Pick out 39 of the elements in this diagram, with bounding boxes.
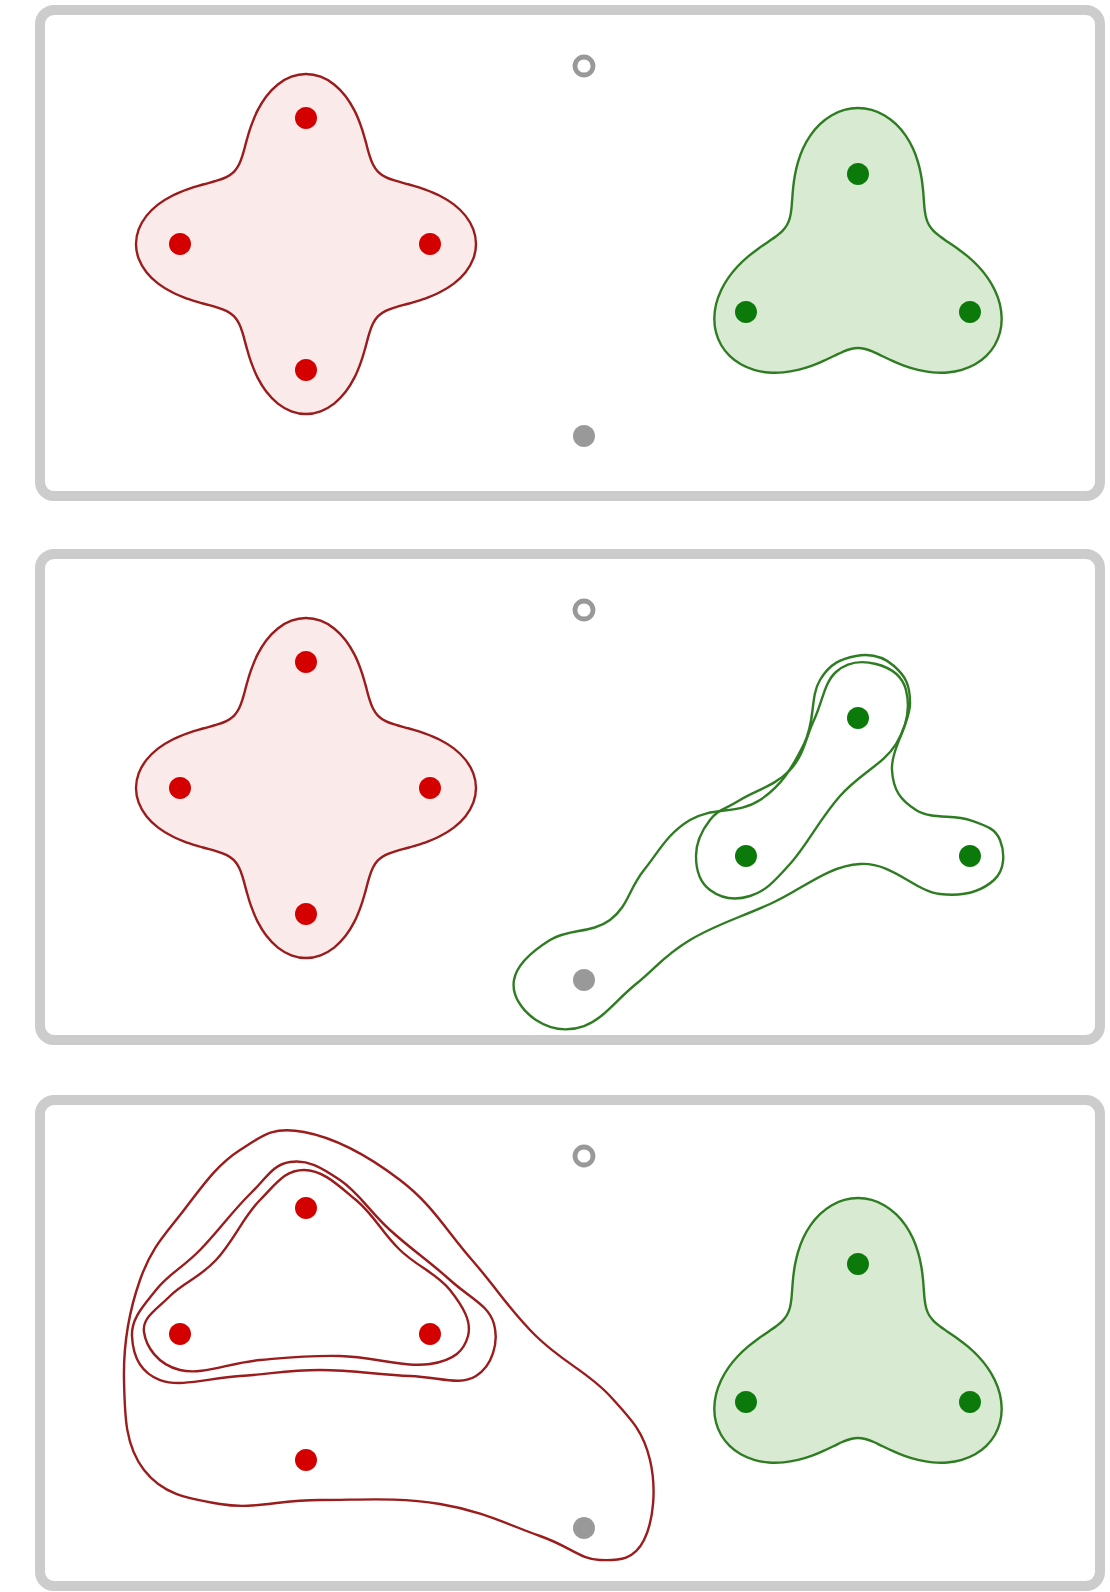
region-outline: [142, 1168, 471, 1373]
panel-frame: [35, 5, 1105, 501]
hollow-dot: [572, 1144, 596, 1168]
dot: [295, 359, 317, 381]
region-outline: [694, 660, 910, 900]
dot: [419, 233, 441, 255]
dot: [959, 1391, 981, 1413]
region-outline: [134, 616, 478, 960]
dot: [419, 777, 441, 799]
dot: [847, 163, 869, 185]
dot: [295, 651, 317, 673]
dot: [959, 301, 981, 323]
panel-frame: [35, 549, 1105, 1045]
dot: [295, 107, 317, 129]
dot: [295, 903, 317, 925]
dot: [735, 301, 757, 323]
panel-frame: [35, 1095, 1105, 1591]
hollow-dot: [572, 598, 596, 622]
dot: [959, 845, 981, 867]
dot: [169, 777, 191, 799]
dot: [169, 233, 191, 255]
region-outline: [134, 72, 478, 416]
dot: [573, 425, 595, 447]
dot: [295, 1197, 317, 1219]
dot: [169, 1323, 191, 1345]
region-outline: [713, 106, 1003, 374]
dot: [847, 707, 869, 729]
dot: [419, 1323, 441, 1345]
dot: [295, 1449, 317, 1471]
region-outline: [122, 1129, 655, 1562]
region-outline: [713, 1196, 1003, 1464]
region-outline: [512, 653, 1005, 1031]
dot: [847, 1253, 869, 1275]
dot: [735, 845, 757, 867]
region-outline: [130, 1160, 497, 1385]
dot: [573, 969, 595, 991]
hollow-dot: [572, 54, 596, 78]
dot: [735, 1391, 757, 1413]
dot: [573, 1517, 595, 1539]
